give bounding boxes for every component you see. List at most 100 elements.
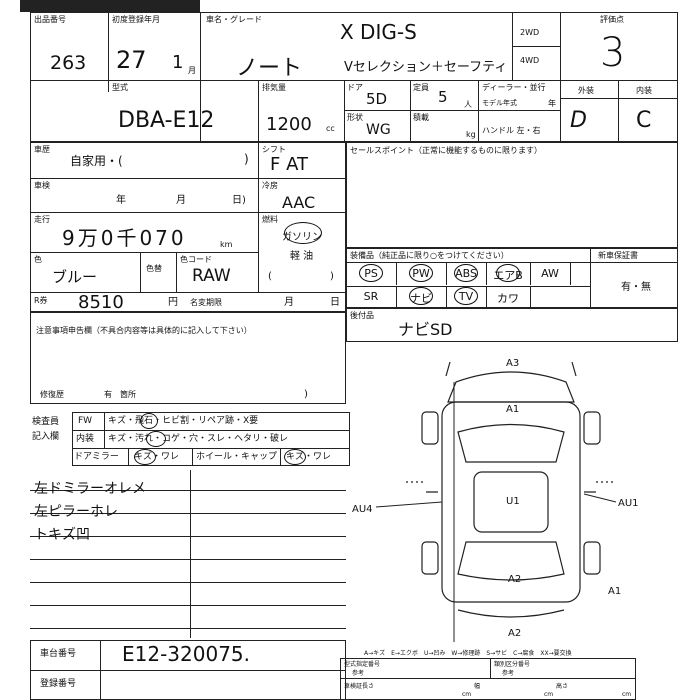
equipment-circle bbox=[454, 264, 478, 282]
cert-label-2: 参考 bbox=[352, 670, 365, 677]
equipment-circle bbox=[409, 287, 433, 305]
exterior-label: 外装 bbox=[578, 86, 594, 95]
mark-a2-bottom: A2 bbox=[508, 628, 521, 639]
mileage-value: 9万0千070 bbox=[62, 226, 187, 250]
first-registration-label: 初度登録年月 bbox=[112, 15, 160, 24]
aftermarket-box bbox=[346, 308, 678, 342]
length-label: 車検証長さ bbox=[344, 683, 375, 690]
grade-top: X DIG-S bbox=[340, 20, 417, 44]
inspector-interior-text: キズ・汚れ・コゲ・穴・スレ・ヘタリ・破レ bbox=[108, 434, 289, 444]
usage-close: ) bbox=[244, 152, 249, 166]
details-grid bbox=[30, 142, 346, 312]
inspection-month-unit: 月 bbox=[176, 195, 186, 206]
mark-a3: A3 bbox=[506, 358, 519, 369]
length-cm: cm bbox=[462, 691, 472, 698]
remarks-line bbox=[30, 536, 346, 537]
body-type-label: 形状 bbox=[347, 113, 363, 122]
interior-grade: C bbox=[636, 108, 652, 133]
lot-number-label: 出品番号 bbox=[34, 15, 66, 24]
mileage-label: 走行 bbox=[34, 215, 50, 224]
color-code-label: 色コード bbox=[180, 255, 212, 264]
inspector-mirror-label: ドアミラー bbox=[74, 452, 119, 462]
mark-a1-top: A1 bbox=[506, 404, 519, 415]
lot-number: 263 bbox=[50, 52, 87, 74]
inspector-label-2: 記入欄 bbox=[32, 432, 60, 442]
remarks-line bbox=[30, 628, 346, 629]
car-name-label: 車名・グレード bbox=[206, 15, 262, 24]
equipment-circle bbox=[496, 264, 520, 282]
fuel-paren-open: ( bbox=[268, 271, 272, 282]
mark-u1: U1 bbox=[506, 496, 520, 507]
interior-label: 内装 bbox=[636, 86, 652, 95]
class-label-2: 参考 bbox=[502, 670, 515, 677]
equipment-item: カワ bbox=[497, 292, 519, 305]
inspector-wheel-text: キズ・ワレ bbox=[286, 452, 332, 462]
inspection-year-unit: 年 bbox=[116, 195, 126, 206]
color-code: RAW bbox=[192, 266, 231, 286]
year-unit: 年 bbox=[548, 99, 556, 108]
remarks-line bbox=[30, 490, 346, 491]
equipment-label: 装備品（純正品に限り○をつけてください） bbox=[350, 251, 509, 260]
inspector-label-1: 検査員 bbox=[32, 417, 60, 427]
remark-text: 左ピラーホレ bbox=[34, 504, 118, 520]
capacity-label: 定員 bbox=[413, 83, 429, 92]
notes-box bbox=[30, 312, 346, 404]
header-grid bbox=[30, 12, 678, 142]
new-car-warranty-label: 新車保証書 bbox=[598, 251, 638, 260]
remarks-line bbox=[30, 559, 346, 560]
fuel-diesel: 軽 油 bbox=[290, 251, 314, 262]
warranty-value: 有・無 bbox=[621, 282, 651, 293]
mark-au4: AU4 bbox=[352, 504, 373, 515]
inspector-mirror-text: キズ・ワレ bbox=[134, 452, 180, 462]
width-cm: cm bbox=[544, 691, 554, 698]
km-unit: km bbox=[220, 240, 233, 249]
chassis-value: E12-320075. bbox=[122, 642, 251, 666]
height-cm: cm bbox=[622, 691, 632, 698]
name-change-day: 日 bbox=[330, 297, 340, 308]
inspector-fw-text: キズ・飛石・ヒビ割・リペア跡・X要 bbox=[108, 416, 259, 426]
load-unit: kg bbox=[466, 130, 476, 139]
fuel-paren-close: ) bbox=[330, 271, 334, 282]
sales-point-label: セールスポイント（正常に機能するものに限ります） bbox=[350, 146, 542, 155]
body-type: WG bbox=[366, 122, 391, 138]
inspection-day-unit: 日) bbox=[232, 195, 246, 206]
usage-value: 自家用・( bbox=[70, 154, 123, 168]
usage-label: 車歴 bbox=[34, 145, 50, 154]
exterior-grade: D bbox=[570, 108, 587, 133]
mark-a1-rear: A1 bbox=[608, 586, 621, 597]
name-change-label: 名変期限 bbox=[190, 298, 222, 307]
color-value: ブルー bbox=[52, 268, 98, 286]
equipment-box bbox=[346, 248, 678, 308]
doors-label: ドア bbox=[347, 83, 363, 92]
recycle-yen-unit: 円 bbox=[168, 297, 178, 308]
recycle-label: R券 bbox=[34, 296, 48, 305]
displacement-value: 1200 bbox=[266, 114, 312, 135]
registration-number-label: 登録番号 bbox=[40, 679, 77, 689]
remarks-line bbox=[30, 605, 346, 606]
grade-bottom: Vセレクション＋セーフティ bbox=[344, 60, 508, 75]
drive-2wd-label: 2WD bbox=[520, 28, 540, 37]
name-change-month: 月 bbox=[284, 297, 294, 308]
capacity-value: 5 bbox=[438, 88, 448, 106]
capacity-unit: 人 bbox=[464, 100, 472, 109]
cc-unit: cc bbox=[326, 124, 335, 133]
height-label: 高さ bbox=[556, 683, 569, 690]
aftermarket-value: ナビSD bbox=[398, 320, 453, 339]
displacement-label: 排気量 bbox=[262, 83, 286, 92]
remark-text: 左ドミラーオレメ bbox=[34, 481, 146, 497]
inspector-interior-label: 内装 bbox=[76, 434, 95, 444]
repair-location: 箇所 bbox=[120, 390, 136, 399]
shift-label: シフト bbox=[262, 145, 286, 154]
header-bar-black bbox=[20, 0, 200, 12]
fuel-label: 燃料 bbox=[262, 215, 278, 224]
notes-label: 注意事項申告欄（不具合内容等は具体的に記入して下さい） bbox=[36, 326, 252, 335]
chassis-label: 車台番号 bbox=[40, 649, 77, 659]
width-label: 幅 bbox=[474, 683, 481, 690]
sales-point-box bbox=[346, 142, 678, 248]
remarks-line bbox=[30, 513, 346, 514]
remarks-line bbox=[30, 582, 346, 583]
dealer-label: ディーラー・並行 bbox=[482, 83, 546, 92]
mark-a2-rear: A2 bbox=[508, 574, 521, 585]
shift-value: F AT bbox=[270, 154, 308, 175]
ac-label: 冷房 bbox=[262, 181, 278, 190]
